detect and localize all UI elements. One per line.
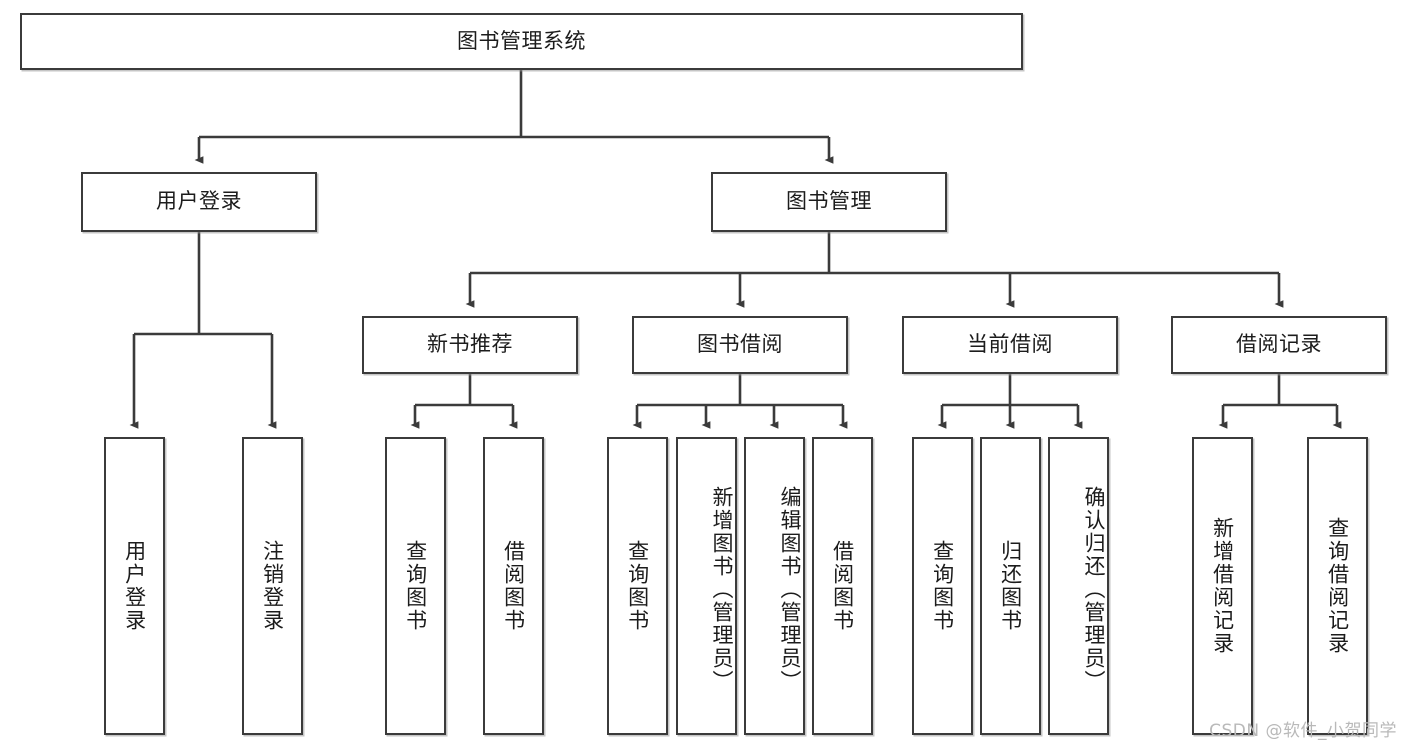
node-label: 新增图书（管理员） — [710, 485, 734, 693]
node-label: 查询借阅记录 — [1325, 517, 1350, 655]
node-label: 确认归还（管理员） — [1082, 485, 1106, 693]
node-label: 借阅图书 — [830, 540, 855, 632]
node-label: 当前借阅 — [967, 332, 1053, 357]
leaf-records-add-record[interactable]: 新增借阅记录 — [1192, 437, 1253, 735]
node-new-book-recommend[interactable]: 新书推荐 — [362, 316, 578, 374]
leaf-user-login-logout[interactable]: 注销登录 — [242, 437, 303, 735]
leaf-user-login-login[interactable]: 用户登录 — [104, 437, 165, 735]
leaf-borrow-add-book[interactable]: 新增图书（管理员） — [676, 437, 737, 735]
leaf-current-query-book[interactable]: 查询图书 — [912, 437, 973, 735]
node-book-borrow[interactable]: 图书借阅 — [632, 316, 848, 374]
node-label: 新增借阅记录 — [1210, 517, 1235, 655]
node-label: 编辑图书（管理员） — [778, 485, 802, 693]
node-label: 查询图书 — [403, 540, 428, 632]
node-user-login[interactable]: 用户登录 — [81, 172, 317, 232]
node-label: 查询图书 — [625, 540, 650, 632]
node-label: 注销登录 — [260, 540, 285, 632]
node-root-system[interactable]: 图书管理系统 — [20, 13, 1023, 70]
node-book-management[interactable]: 图书管理 — [711, 172, 947, 232]
node-label: 借阅图书 — [501, 540, 526, 632]
node-label: 图书管理 — [786, 189, 872, 214]
leaf-current-return-book[interactable]: 归还图书 — [980, 437, 1041, 735]
node-label: 用户登录 — [156, 189, 242, 214]
watermark-text: CSDN @软件_小贺同学 — [1209, 721, 1397, 741]
leaf-borrow-edit-book[interactable]: 编辑图书（管理员） — [744, 437, 805, 735]
node-label: 用户登录 — [122, 540, 147, 632]
node-label: 归还图书 — [998, 540, 1023, 632]
node-label: 图书管理系统 — [457, 28, 586, 53]
node-label: 新书推荐 — [427, 332, 513, 357]
node-label: 查询图书 — [930, 540, 955, 632]
leaf-recommend-borrow-book[interactable]: 借阅图书 — [483, 437, 544, 735]
node-current-borrow[interactable]: 当前借阅 — [902, 316, 1118, 374]
leaf-current-confirm-return[interactable]: 确认归还（管理员） — [1048, 437, 1109, 735]
leaf-borrow-query-book[interactable]: 查询图书 — [607, 437, 668, 735]
leaf-recommend-query-book[interactable]: 查询图书 — [385, 437, 446, 735]
leaf-records-query-record[interactable]: 查询借阅记录 — [1307, 437, 1368, 735]
node-label: 借阅记录 — [1236, 332, 1322, 357]
leaf-borrow-borrow-book[interactable]: 借阅图书 — [812, 437, 873, 735]
node-label: 图书借阅 — [697, 332, 783, 357]
node-borrow-records[interactable]: 借阅记录 — [1171, 316, 1387, 374]
